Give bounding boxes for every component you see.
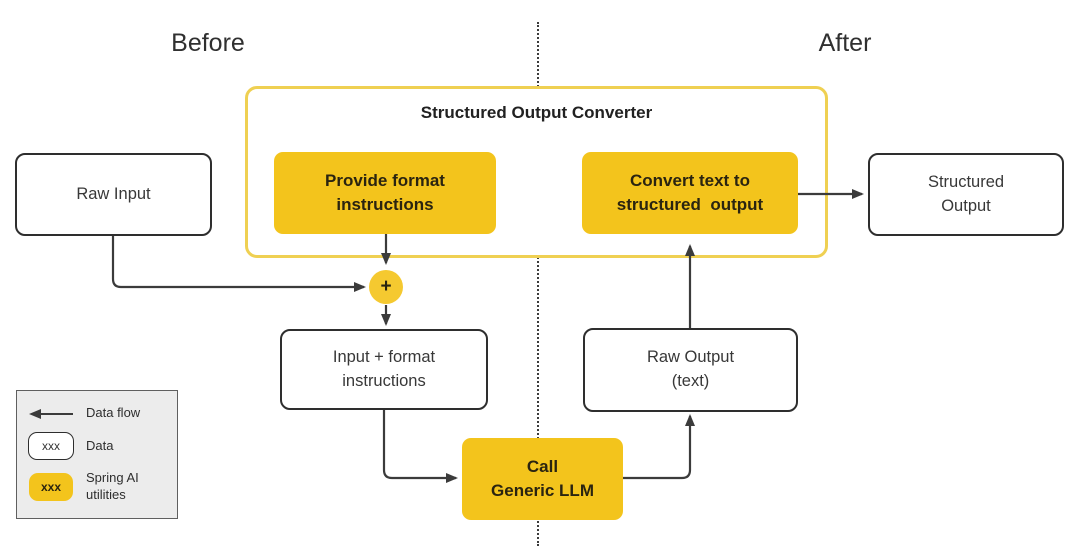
- node-provide-format-instructions: Provide format instructions: [274, 152, 496, 234]
- node-structured-output: Structured Output: [868, 153, 1064, 236]
- node-raw-output-text: Raw Output (text): [583, 328, 798, 412]
- legend: Data flow xxx Data xxx Spring AI utiliti…: [16, 390, 178, 519]
- legend-data-chip: xxx: [28, 432, 74, 461]
- node-convert-text-to-structured-output: Convert text to structured output: [582, 152, 798, 234]
- node-raw-input: Raw Input: [15, 153, 212, 236]
- legend-spring-ai-chip: xxx: [29, 473, 73, 502]
- before-label: Before: [171, 29, 245, 57]
- after-label: After: [818, 29, 872, 57]
- converter-title: Structured Output Converter: [420, 103, 653, 122]
- legend-data-flow-label: Data flow: [86, 405, 141, 421]
- legend-spring-ai-label: Spring AI utilities: [86, 470, 139, 503]
- legend-row-data-flow: Data flow: [25, 405, 169, 422]
- legend-row-data: xxx Data: [25, 432, 169, 461]
- legend-data-label: Data: [86, 437, 114, 453]
- before-after-divider-line: [537, 22, 539, 546]
- node-input-plus-format-instructions: Input + format instructions: [280, 329, 488, 410]
- node-call-generic-llm: Call Generic LLM: [462, 438, 623, 520]
- data-flow-arrow-icon: [25, 407, 77, 421]
- arrow-input-format-to-call-llm: [382, 410, 458, 483]
- legend-row-spring-ai: xxx Spring AI utilities: [25, 470, 169, 504]
- merge-plus-icon: +: [369, 270, 403, 304]
- arrow-call-llm-to-raw-output: [623, 414, 695, 480]
